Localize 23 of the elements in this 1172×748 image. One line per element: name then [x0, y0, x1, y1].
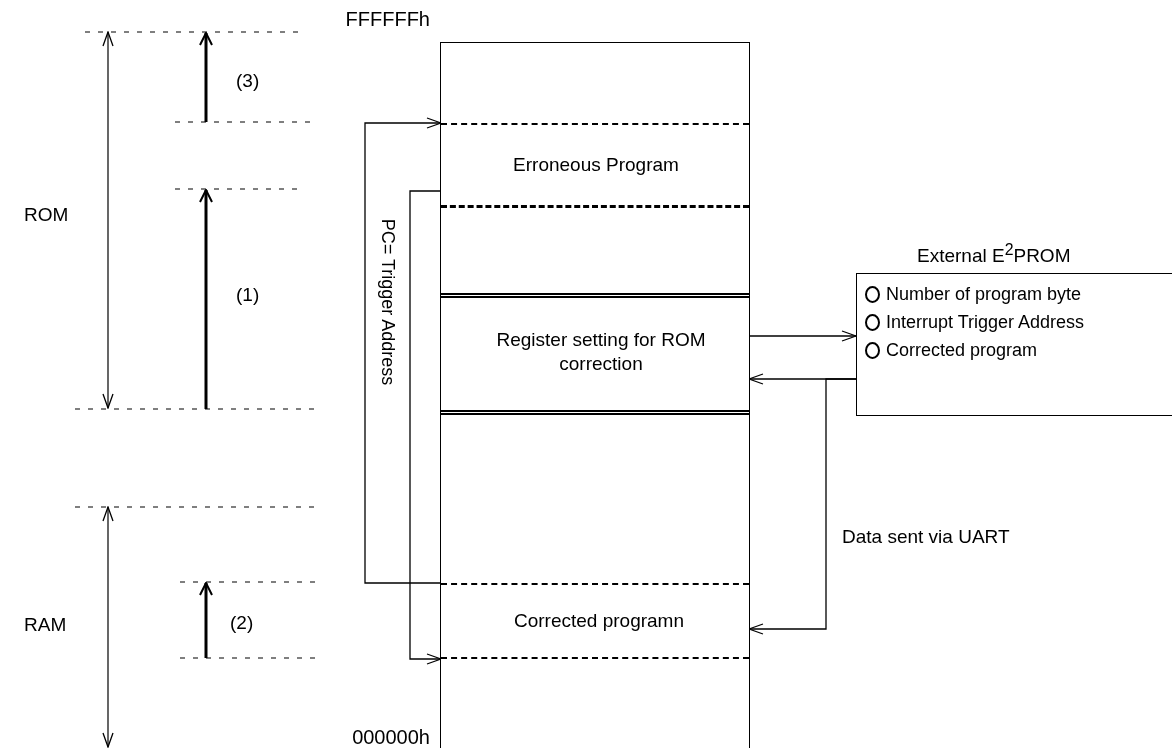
region-label: Corrected programn: [513, 609, 685, 633]
list-item: Corrected program: [886, 339, 1038, 361]
arrow: [748, 330, 857, 342]
address-label: 000000h: [351, 726, 430, 748]
list-item: Interrupt Trigger Address: [886, 311, 1085, 333]
region-label: Register setting for ROM correction: [495, 328, 707, 376]
step-number: (3): [236, 70, 260, 92]
address-label: FFFFFFh: [344, 8, 430, 30]
memory-region: [441, 583, 749, 659]
annotation: ROM: [24, 204, 69, 226]
arrow: [364, 117, 442, 584]
arrow: [409, 190, 442, 665]
step-number: (2): [230, 612, 254, 634]
box-heading: External E$^{2}$PROM: [917, 240, 1071, 268]
annotation: RAM: [24, 614, 67, 636]
region-label: Erroneous Program: [512, 153, 680, 177]
memory-map-column: [440, 42, 750, 748]
arrow: [748, 378, 857, 635]
step-number: (1): [236, 284, 260, 306]
list-item: Number of program byte: [886, 283, 1082, 305]
annotation: PC= Trigger Address: [376, 218, 399, 386]
memory-region: [441, 123, 749, 208]
memory-region: [441, 293, 749, 415]
